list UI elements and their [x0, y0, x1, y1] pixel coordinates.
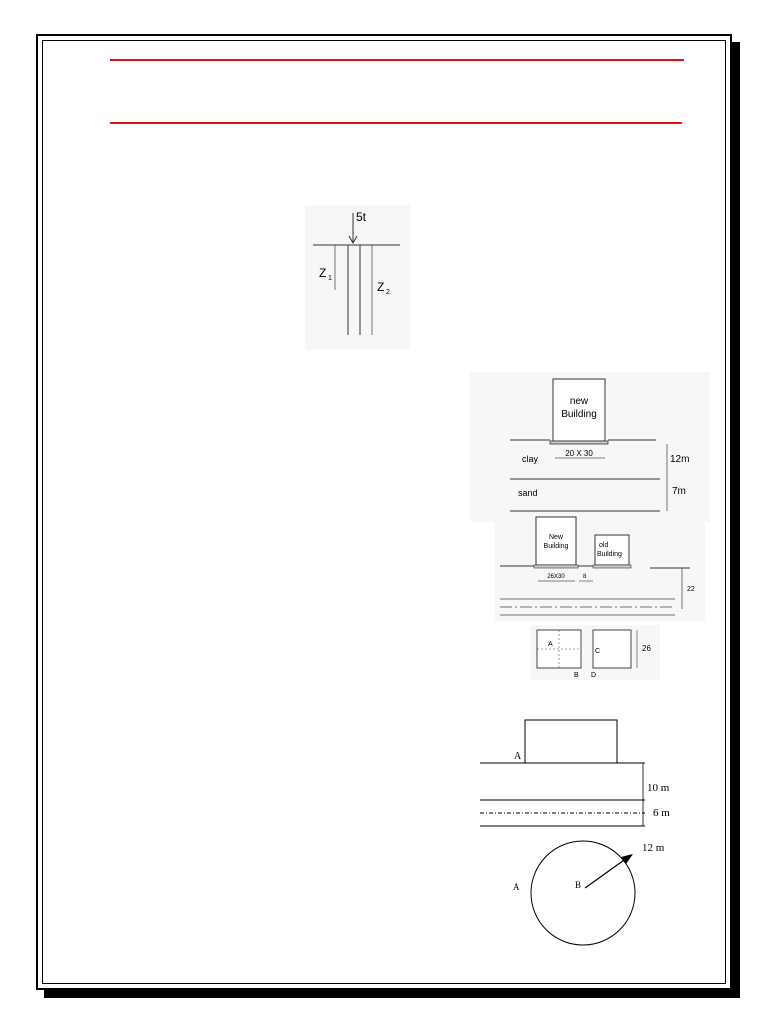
page-inner-border	[42, 40, 726, 984]
spacing-label: 8	[583, 574, 587, 580]
plan-point-a: A	[548, 641, 553, 648]
z2-main: Z	[377, 280, 384, 294]
depth-7m: 7m	[672, 486, 686, 497]
building-label-1: new	[570, 396, 589, 407]
new-footing-label: 26X30	[547, 574, 565, 580]
load-label: 5t	[356, 210, 367, 224]
pile-load-figure: 5t Z 1 Z 2	[305, 205, 410, 350]
new-building-label-1: New	[549, 534, 564, 541]
new-building-block	[535, 516, 577, 566]
depth-22: 22	[687, 586, 695, 593]
plan-view-figure: A B C D 26	[530, 625, 660, 680]
building-label-2: Building	[561, 409, 597, 420]
depth-12m: 12m	[670, 454, 689, 465]
new-building-label-2: Building	[544, 543, 569, 550]
plan-point-d: D	[591, 672, 596, 679]
section-point-a: A	[514, 751, 522, 762]
circular-footing	[530, 840, 636, 946]
plan-point-b: B	[574, 672, 579, 679]
z2-sub: 2	[386, 289, 390, 296]
old-building-block	[594, 534, 630, 566]
old-building-label-2: Building	[597, 551, 622, 558]
building-block	[524, 719, 618, 764]
circle-footing-figure: 12 m A B	[513, 840, 665, 946]
layer-clay: clay	[522, 454, 539, 464]
new-building-figure: new Building 20 X 30 clay sand 12m 7m	[470, 372, 710, 522]
header-rule-bottom	[110, 122, 682, 124]
plan-dimension: 26	[642, 644, 651, 653]
radius-label: 12 m	[642, 842, 665, 854]
new-building-block	[552, 378, 606, 442]
section-figure: A 10 m 6 m	[480, 719, 670, 827]
z1-sub: 1	[328, 275, 332, 282]
circle-point-a: A	[513, 882, 520, 892]
two-buildings-figure: New Building old Building 26X30 8 22	[495, 512, 705, 622]
footing-label: 20 X 30	[565, 449, 593, 458]
plan-point-c: C	[595, 648, 600, 655]
circle-point-b: B	[575, 880, 581, 890]
layer-sand: sand	[518, 488, 538, 498]
header-rule-top	[110, 59, 684, 61]
old-building-label-1: old	[599, 542, 608, 549]
depth-6m: 6 m	[653, 807, 670, 819]
z1-main: Z	[319, 266, 326, 280]
depth-10m: 10 m	[647, 782, 670, 794]
